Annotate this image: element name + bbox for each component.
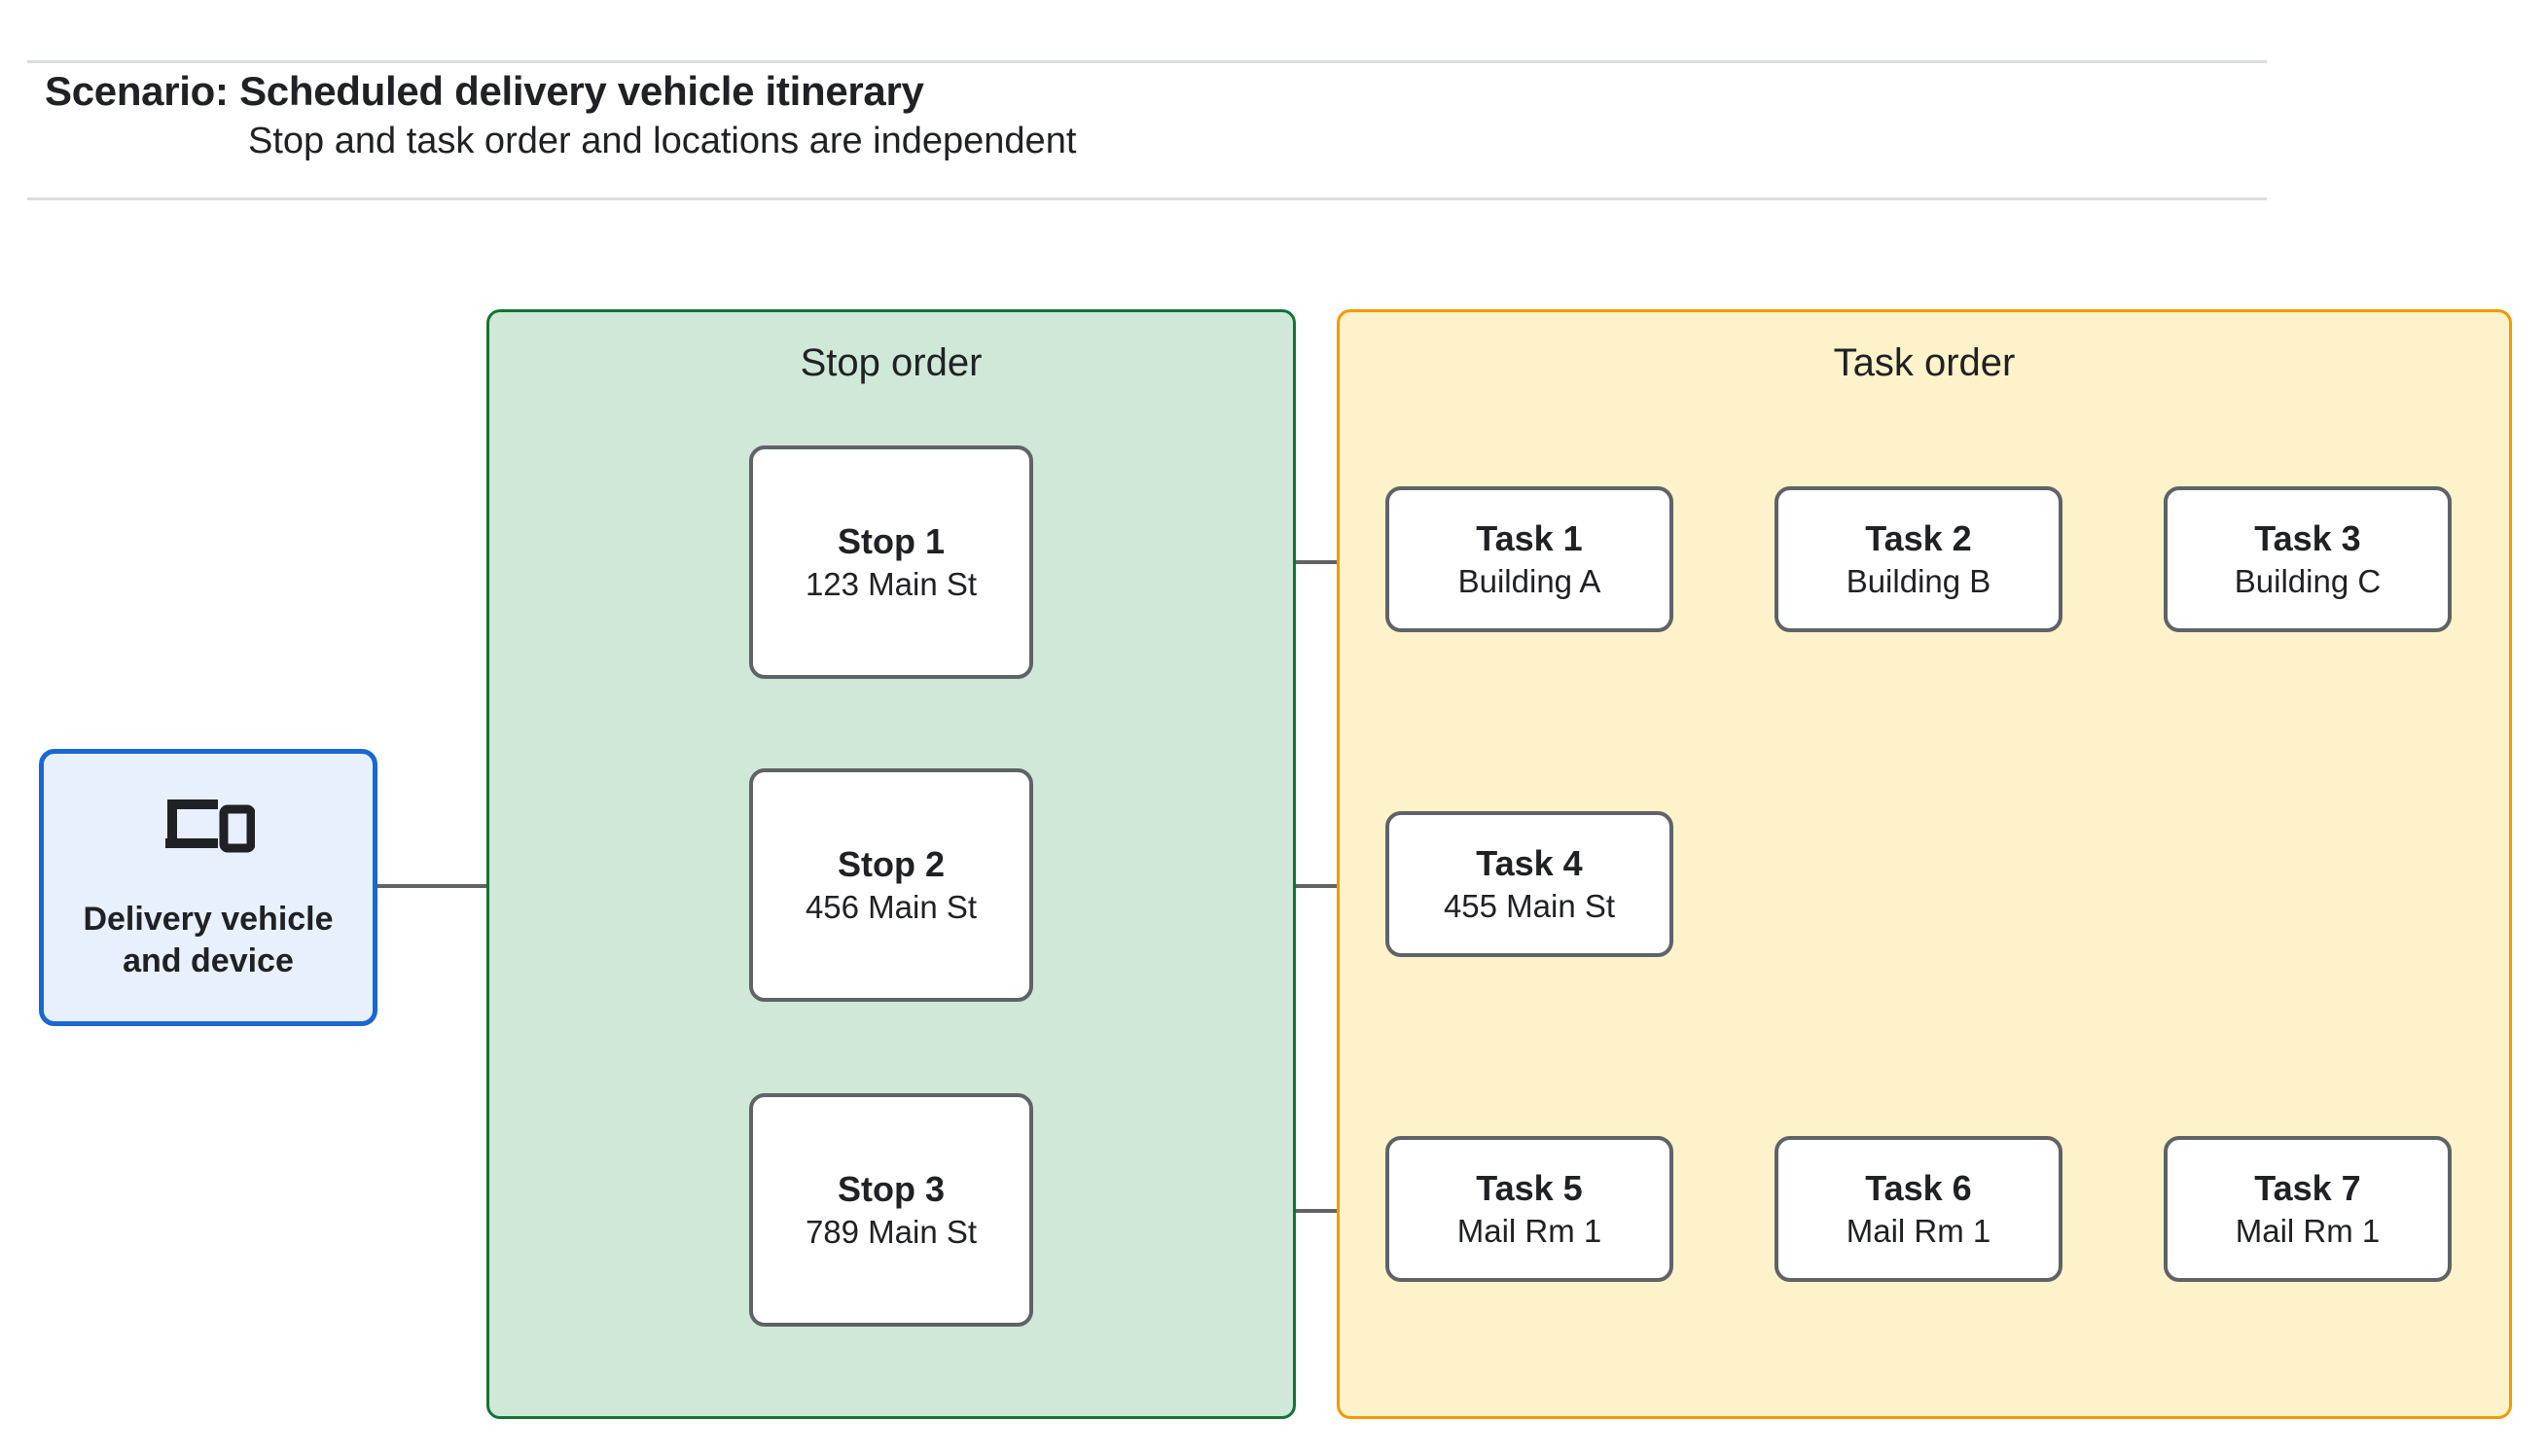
stop-node-1-title: Stop 1 xyxy=(837,520,945,561)
stop-order-panel-title: Stop order xyxy=(800,341,983,384)
task-node-7-location: Mail Rm 1 xyxy=(2235,1212,2381,1249)
stop-node-2[interactable]: Stop 2 456 Main St xyxy=(749,768,1033,1002)
task-node-1-title: Task 1 xyxy=(1476,517,1583,558)
stop-node-2-location: 456 Main St xyxy=(805,888,978,925)
delivery-vehicle-label: Delivery vehicle and device xyxy=(83,899,333,981)
task-node-2-location: Building B xyxy=(1846,562,1991,599)
stop-node-3-title: Stop 3 xyxy=(837,1168,945,1209)
stop-node-1-location: 123 Main St xyxy=(805,565,978,602)
stop-node-3[interactable]: Stop 3 789 Main St xyxy=(749,1093,1033,1327)
task-node-2[interactable]: Task 2 Building B xyxy=(1775,486,2062,632)
page-subtitle: Stop and task order and locations are in… xyxy=(248,121,1077,161)
task-node-3-title: Task 3 xyxy=(2254,517,2361,558)
delivery-vehicle-and-device-node[interactable]: Delivery vehicle and device xyxy=(39,749,377,1026)
header-divider-top xyxy=(27,60,2267,63)
task-node-6-title: Task 6 xyxy=(1865,1167,1972,1208)
connector-device-to-trunk xyxy=(376,884,553,888)
task-node-5-title: Task 5 xyxy=(1476,1167,1583,1208)
task-node-7[interactable]: Task 7 Mail Rm 1 xyxy=(2164,1136,2452,1282)
task-node-4[interactable]: Task 4 455 Main St xyxy=(1385,811,1673,957)
task-node-5-location: Mail Rm 1 xyxy=(1456,1212,1602,1249)
task-order-panel-title: Task order xyxy=(1833,341,2016,384)
task-node-4-location: 455 Main St xyxy=(1443,887,1616,924)
task-node-2-title: Task 2 xyxy=(1865,517,1972,558)
stop-node-2-title: Stop 2 xyxy=(837,843,945,884)
task-node-6-location: Mail Rm 1 xyxy=(1846,1212,1991,1249)
devices-icon xyxy=(165,799,255,853)
header-divider-bottom xyxy=(27,197,2267,200)
task-node-1-location: Building A xyxy=(1457,562,1601,599)
device-label-line-2: and device xyxy=(123,941,294,979)
task-node-7-title: Task 7 xyxy=(2254,1167,2361,1208)
task-node-1[interactable]: Task 1 Building A xyxy=(1385,486,1673,632)
stop-node-3-location: 789 Main St xyxy=(805,1213,978,1250)
device-label-line-1: Delivery vehicle xyxy=(83,901,334,938)
task-node-3[interactable]: Task 3 Building C xyxy=(2164,486,2452,632)
task-node-6[interactable]: Task 6 Mail Rm 1 xyxy=(1775,1136,2062,1282)
task-node-3-location: Building C xyxy=(2234,562,2382,599)
task-node-4-title: Task 4 xyxy=(1476,842,1583,883)
task-node-5[interactable]: Task 5 Mail Rm 1 xyxy=(1385,1136,1673,1282)
page-title: Scenario: Scheduled delivery vehicle iti… xyxy=(45,68,924,114)
stop-node-1[interactable]: Stop 1 123 Main St xyxy=(749,445,1033,679)
